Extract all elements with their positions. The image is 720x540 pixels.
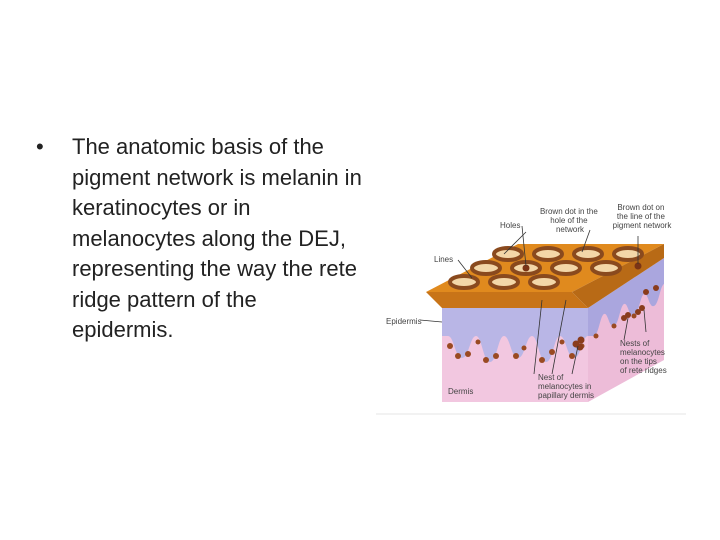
hole xyxy=(532,246,564,262)
hole xyxy=(550,260,582,276)
hole xyxy=(612,246,644,262)
label-lines: Lines xyxy=(434,255,453,264)
label-dermis: Dermis xyxy=(448,387,473,396)
bullet-text: The anatomic basis of the pigment networ… xyxy=(72,134,362,342)
papillary-nest xyxy=(572,336,585,351)
label-brown-dot-hole: Brown dot in the hole of the network xyxy=(540,207,600,234)
hole xyxy=(492,246,524,262)
label-epidermis: Epidermis xyxy=(386,317,422,326)
top-side-edge xyxy=(572,244,664,308)
dermis-side xyxy=(588,266,664,402)
epidermis-front xyxy=(442,308,588,362)
label-nests-tips: Nests of melanocytes on the tips of rete… xyxy=(620,339,667,375)
leader-lines xyxy=(419,225,647,375)
bullet-marker: • xyxy=(36,134,44,159)
label-nest-papillary: Nest of melanocytes in papillary dermis xyxy=(538,373,594,400)
hole xyxy=(528,274,560,290)
network-holes xyxy=(448,246,644,290)
brown-dot-on-line xyxy=(634,262,642,270)
pigment-network-diagram: Brown dot in the hole of the network Bro… xyxy=(376,196,688,416)
label-holes: Holes xyxy=(500,221,520,230)
hole xyxy=(488,274,520,290)
melanocytes xyxy=(447,313,637,363)
hole xyxy=(590,260,622,276)
hole xyxy=(470,260,502,276)
rete-ridge-tip-nests xyxy=(621,285,659,321)
hole xyxy=(572,246,604,262)
diagram-svg: Brown dot in the hole of the network Bro… xyxy=(376,203,686,415)
label-brown-dot-line: Brown dot on the line of the pigment net… xyxy=(613,203,673,230)
brown-dot-in-hole xyxy=(522,264,530,272)
hole xyxy=(448,274,480,290)
top-front-edge xyxy=(426,292,588,308)
top-surface xyxy=(426,244,664,292)
epidermis-side xyxy=(588,258,664,336)
